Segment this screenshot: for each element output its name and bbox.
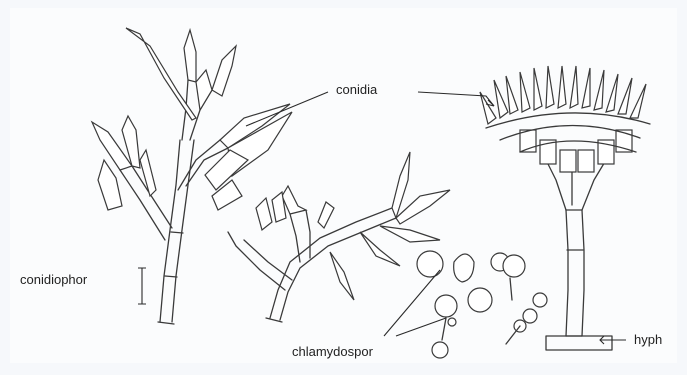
label-chlamydospor: chlamydospor (292, 344, 373, 359)
label-hyph: hyph (634, 332, 662, 347)
label-conidiophor: conidiophor (20, 272, 87, 287)
label-conidia: conidia (336, 82, 377, 97)
